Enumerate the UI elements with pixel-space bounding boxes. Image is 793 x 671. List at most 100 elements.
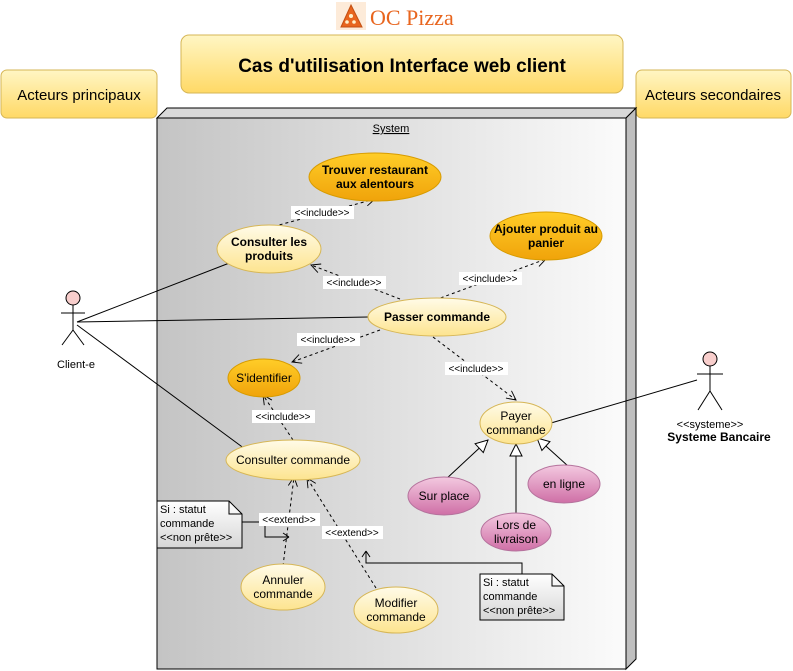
- usecase-label: commande: [366, 610, 426, 624]
- usecase-trouver-restaurant[interactable]: Trouver restaurant aux alentours: [308, 152, 442, 202]
- usecase-consulter-commande[interactable]: Consulter commande: [225, 439, 361, 481]
- usecase-label: Lors de: [496, 518, 536, 532]
- include-label-bg: [323, 276, 386, 289]
- actor-head: [702, 351, 718, 367]
- actor-bank-stereotype: <<systeme>>: [677, 419, 744, 431]
- stick-figure-icon: [697, 351, 723, 411]
- usecase-en-ligne[interactable]: en ligne: [527, 464, 601, 504]
- include-label: <<include>>: [255, 412, 310, 423]
- notes: Si : statut commande <<non prête>> Si : …: [156, 500, 565, 621]
- assoc-payer-bank: [550, 379, 698, 424]
- actor-leg-right: [709, 390, 723, 411]
- note-right-anchor: [365, 551, 523, 576]
- usecase-label: livraison: [494, 532, 538, 546]
- usecase-ajouter-produit[interactable]: Ajouter produit au panier: [489, 211, 603, 261]
- note-line: Si : statut: [483, 577, 529, 589]
- include-label: <<include>>: [294, 208, 349, 219]
- usecase-identifier[interactable]: S'identifier: [227, 358, 301, 398]
- extend-label: <<extend>>: [325, 528, 379, 539]
- actor-bank[interactable]: <<systeme>> Systeme Bancaire: [667, 351, 771, 444]
- generalization-sur-place: [444, 440, 488, 481]
- note-fold: [228, 501, 242, 515]
- relation-labels: <<include>> <<include>> <<include>> <<in…: [252, 206, 522, 539]
- note-left: Si : statut commande <<non prête>>: [156, 500, 243, 549]
- assoc-client-consulter-produits: [76, 261, 233, 323]
- usecase-label: Annuler: [262, 573, 303, 587]
- usecase-label: Ajouter produit au: [494, 222, 598, 236]
- note-line: <<non prête>>: [483, 605, 555, 617]
- use-cases: Trouver restaurant aux alentours Consult…: [216, 152, 603, 634]
- actor-client[interactable]: Client-e: [57, 290, 95, 371]
- note-left-anchor: [242, 521, 289, 538]
- usecase-label: Sur place: [419, 489, 470, 503]
- secondary-actors-panel: [635, 69, 792, 119]
- pizza-topping: [352, 20, 356, 24]
- usecase-lors-de-livraison[interactable]: Lors de livraison: [480, 512, 552, 552]
- title-panel: [180, 34, 624, 94]
- actor-client-name: Client-e: [57, 359, 95, 371]
- generalization-en-ligne: [537, 438, 569, 467]
- note-fold: [551, 574, 564, 587]
- note-shape: [156, 500, 243, 549]
- include-label-bg: [459, 272, 522, 285]
- usecase-label: commande: [486, 423, 546, 437]
- actor-leg-right: [72, 329, 85, 346]
- usecase-shape: [240, 563, 326, 611]
- usecase-shape: [407, 476, 481, 516]
- usecase-sur-place[interactable]: Sur place: [407, 476, 481, 516]
- usecase-consulter-produits[interactable]: Consulter les produits: [216, 224, 322, 274]
- usecase-payer-commande[interactable]: Payer commande: [479, 401, 553, 445]
- usecase-label: Payer: [500, 409, 531, 423]
- primary-actors-panel: [0, 69, 158, 119]
- usecase-modifier-commande[interactable]: Modifier commande: [353, 586, 439, 634]
- usecase-label: Passer commande: [384, 310, 490, 324]
- usecase-label: panier: [528, 236, 564, 250]
- usecase-label: aux alentours: [336, 177, 414, 191]
- usecase-shape: [227, 358, 301, 398]
- note-anchors: [242, 521, 523, 576]
- note-right-anchor-tip: [361, 550, 371, 558]
- usecase-shape: [225, 439, 361, 481]
- usecase-shape: [479, 401, 553, 445]
- generalizations: [444, 438, 569, 518]
- usecase-annuler-commande[interactable]: Annuler commande: [240, 563, 326, 611]
- usecase-label: Consulter commande: [236, 453, 350, 467]
- usecase-label: Trouver restaurant: [322, 163, 428, 177]
- system-top-face: [155, 107, 638, 119]
- pizza-topping: [349, 14, 353, 18]
- pizza-topping: [345, 20, 349, 24]
- usecase-label: produits: [245, 249, 293, 263]
- note-shape: [479, 573, 565, 621]
- assoc-client-passer-commande: [76, 316, 369, 323]
- note-line: <<non prête>>: [160, 532, 232, 544]
- usecase-label: Consulter les: [231, 235, 307, 249]
- usecase-label: commande: [253, 587, 313, 601]
- include-label: <<include>>: [326, 278, 381, 289]
- usecase-shape: [367, 297, 507, 337]
- usecase-shape: [480, 512, 552, 552]
- diagram-title: Cas d'utilisation Interface web client: [238, 56, 566, 77]
- assoc-client-consulter-commande: [76, 324, 246, 450]
- include-label-bg: [445, 362, 508, 375]
- usecase-passer-commande[interactable]: Passer commande: [367, 297, 507, 337]
- usecase-label: Modifier: [375, 596, 418, 610]
- include-label-bg: [297, 333, 360, 346]
- extend-label-bg: [322, 526, 383, 539]
- extend-label: <<extend>>: [262, 515, 316, 526]
- system-front-face: [156, 117, 627, 670]
- system-boundary: System: [155, 106, 638, 671]
- include-passer-consulter: [311, 265, 401, 300]
- include-passer-identifier: [292, 329, 381, 362]
- note-line: Si : statut: [160, 504, 206, 516]
- include-label: <<include>>: [300, 335, 355, 346]
- extend-label-bg: [259, 513, 320, 526]
- actor-leg-left: [61, 329, 74, 346]
- usecase-shape: [216, 224, 322, 274]
- usecase-shape: [527, 464, 601, 504]
- primary-actors-label: Acteurs principaux: [17, 87, 141, 104]
- usecase-shape: [353, 586, 439, 634]
- note-line: commande: [483, 591, 537, 603]
- usecase-label: en ligne: [543, 477, 585, 491]
- secondary-actors-label: Acteurs secondaires: [645, 87, 781, 104]
- note-left-anchor-tip: [282, 532, 290, 542]
